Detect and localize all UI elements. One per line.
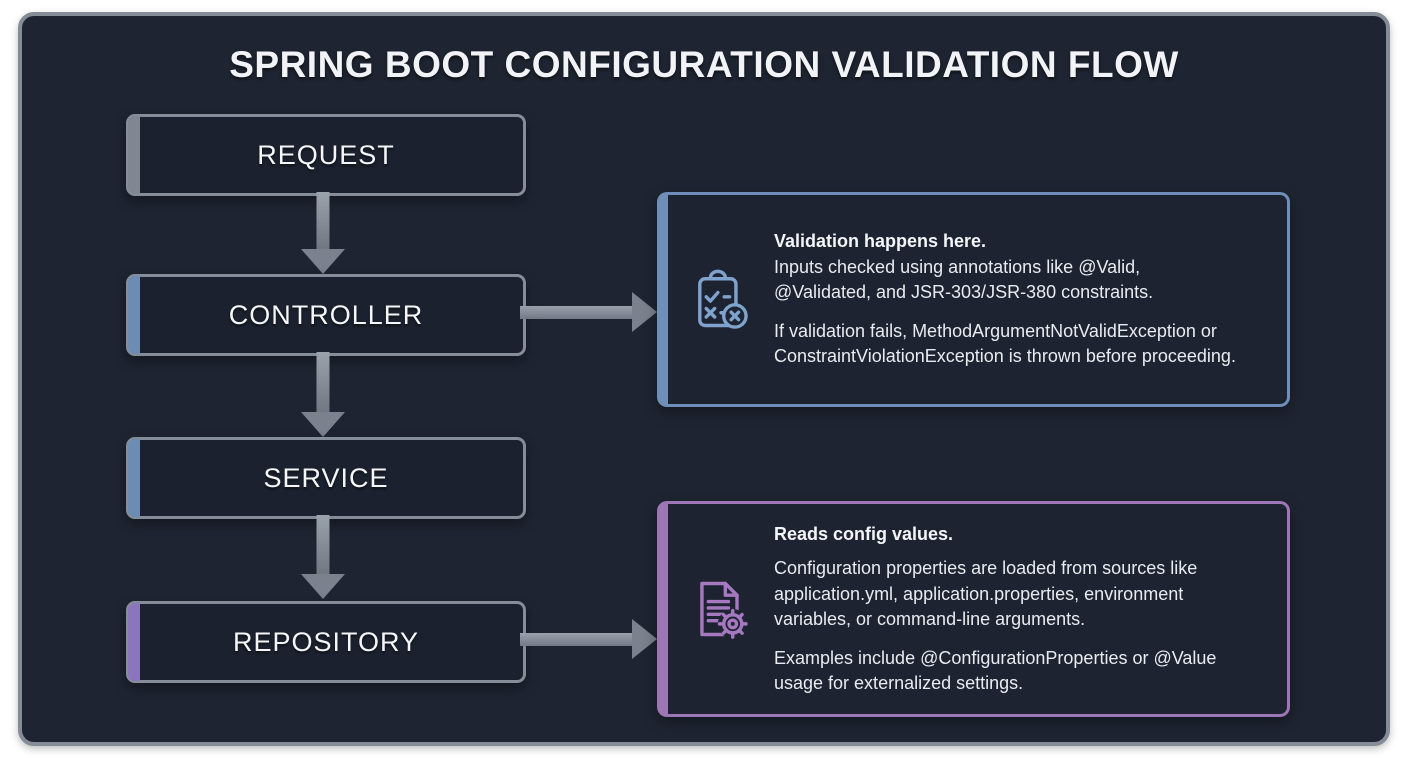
flow-box-label: CONTROLLER — [228, 299, 424, 330]
arrow-head-icon — [301, 574, 345, 599]
arrow-shaft — [316, 515, 330, 576]
arrow-head-icon — [301, 249, 345, 274]
arrow-down-request-to-controller — [301, 192, 345, 274]
flow-box-label: SERVICE — [263, 462, 389, 493]
config-document-gear-icon — [686, 575, 754, 643]
flow-box-accent — [128, 276, 140, 354]
flow-box-controller: CONTROLLER — [126, 274, 526, 356]
validation-callout: Validation happens here. Inputs checked … — [657, 192, 1290, 407]
diagram-panel: SPRING BOOT CONFIGURATION VALIDATION FLO… — [18, 12, 1390, 746]
arrow-head-icon — [632, 619, 657, 659]
arrow-shaft — [316, 192, 330, 251]
flow-box-label: REPOSITORY — [232, 626, 420, 657]
config-callout: Reads config values. Configuration prope… — [657, 501, 1290, 717]
callout-paragraph: If validation fails, MethodArgumentNotVa… — [774, 320, 1236, 367]
arrow-head-icon — [301, 412, 345, 437]
flow-box-accent — [128, 439, 140, 517]
flow-box-label: REQUEST — [257, 139, 395, 170]
callout-paragraph: Inputs checked using annotations like @V… — [774, 256, 1154, 303]
page-title: SPRING BOOT CONFIGURATION VALIDATION FLO… — [229, 44, 1179, 85]
arrow-down-controller-to-service — [301, 352, 345, 437]
callout-paragraph: Examples include @ConfigurationPropertie… — [774, 647, 1217, 694]
validation-callout-text: Validation happens here. Inputs checked … — [774, 229, 1239, 370]
callout-heading: Validation happens here. — [774, 231, 987, 252]
arrow-shaft — [520, 632, 634, 646]
config-callout-text: Reads config values. Configuration prope… — [774, 522, 1239, 697]
arrow-right-controller-to-validation-note — [520, 292, 657, 332]
flow-box-repository: REPOSITORY — [126, 601, 526, 683]
arrow-right-repository-to-config-note — [520, 619, 657, 659]
arrow-shaft — [316, 352, 330, 414]
arrow-shaft — [520, 305, 634, 319]
checklist-clipboard-icon — [686, 266, 754, 334]
flow-box-service: SERVICE — [126, 437, 526, 519]
flow-box-accent — [128, 116, 140, 194]
flow-box-request: REQUEST — [126, 114, 526, 196]
flow-box-accent — [128, 603, 140, 681]
callout-heading: Reads config values. — [774, 523, 954, 544]
callout-paragraph: Configuration properties are loaded from… — [774, 558, 1198, 629]
arrow-head-icon — [632, 292, 657, 332]
arrow-down-service-to-repository — [301, 515, 345, 599]
